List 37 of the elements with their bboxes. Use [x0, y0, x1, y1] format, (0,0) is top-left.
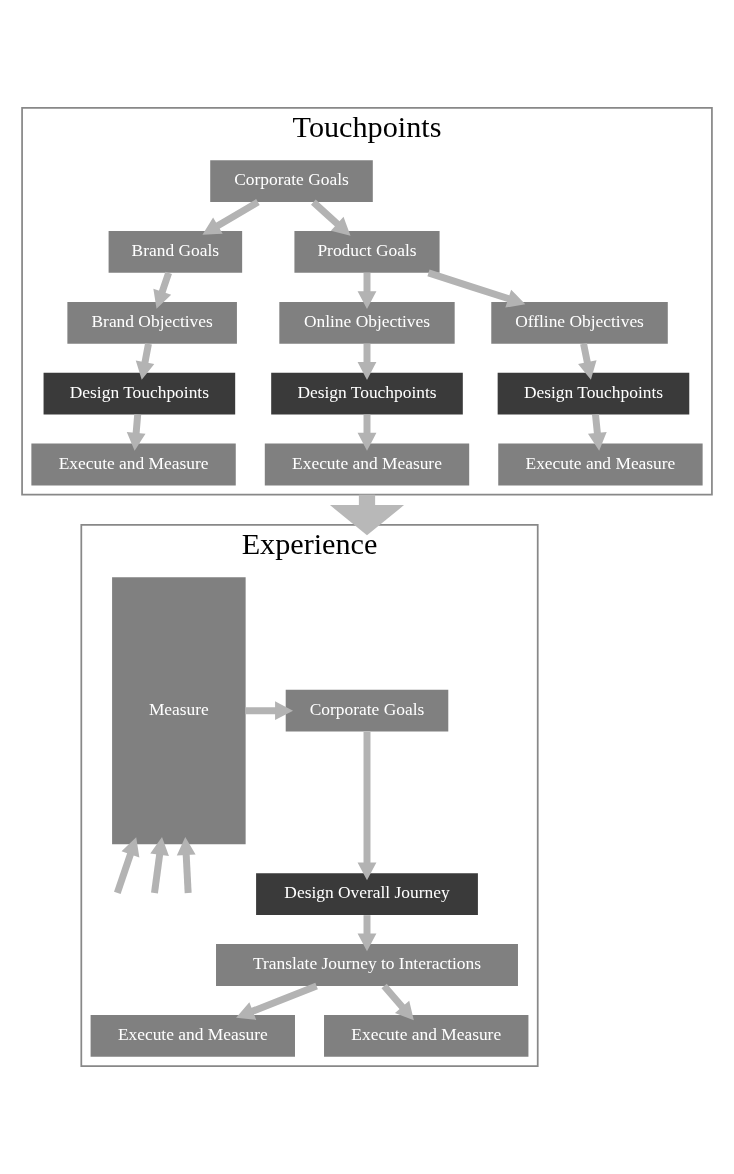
node-box: Corporate Goals	[285, 689, 449, 732]
node-box: Design Touchpoints	[497, 372, 690, 415]
arrow	[135, 343, 155, 380]
arrow	[357, 414, 377, 451]
node-box: Brand Objectives	[67, 301, 237, 344]
node-box: Corporate Goals	[210, 160, 373, 202]
arrow	[357, 731, 377, 881]
node-box: Translate Journey to Interactions	[216, 944, 518, 986]
node-box: Execute and Measure	[31, 443, 236, 486]
node-box: Product Goals	[294, 231, 440, 273]
arrow	[427, 269, 526, 308]
arrow	[153, 271, 172, 309]
node-box: Execute and Measure	[324, 1014, 529, 1057]
node-box: Design Overall Journey	[256, 873, 478, 916]
node-box: Design Touchpoints	[43, 372, 236, 415]
node-box: Online Objectives	[279, 301, 455, 344]
arrow	[150, 837, 169, 894]
arrow	[245, 701, 294, 721]
arrow	[587, 414, 607, 451]
node-box: Execute and Measure	[90, 1014, 295, 1057]
node-box: Measure	[112, 577, 246, 845]
node-box: Execute and Measure	[498, 443, 703, 486]
arrow	[578, 343, 597, 380]
arrow	[357, 343, 377, 380]
arrow	[311, 199, 351, 236]
arrow	[357, 915, 377, 952]
arrow	[381, 983, 414, 1021]
arrow	[126, 414, 146, 451]
node-box: Offline Objectives	[491, 301, 668, 344]
node-box: Brand Goals	[108, 231, 243, 273]
arrow	[236, 982, 318, 1020]
node-box: Design Touchpoints	[271, 372, 463, 415]
arrow	[329, 494, 405, 536]
arrow	[176, 836, 196, 894]
arrow	[114, 837, 140, 895]
arrow	[357, 272, 377, 310]
node-box: Execute and Measure	[264, 443, 470, 486]
